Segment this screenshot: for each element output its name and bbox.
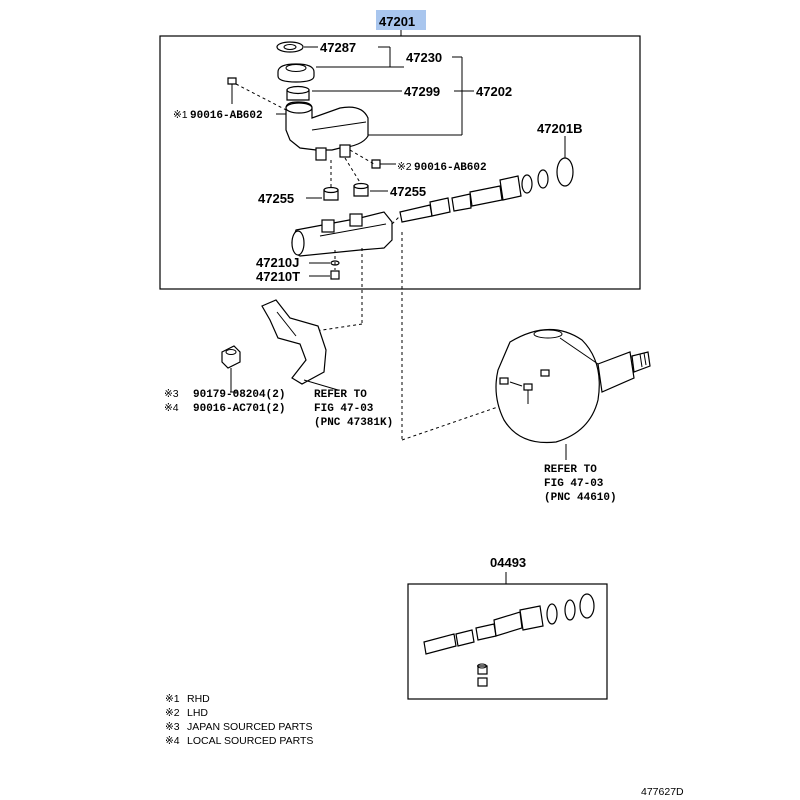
refer-left-line3[interactable]: (PNC 47381K) <box>314 417 393 429</box>
label-47230[interactable]: 47230 <box>406 50 442 65</box>
refer-right-line3[interactable]: (PNC 44610) <box>544 492 617 504</box>
mark-lhd: ※2 <box>397 161 412 173</box>
brake-reservoir[interactable] <box>285 101 369 161</box>
label-47255-left[interactable]: 47255 <box>258 191 294 206</box>
reservoir-cap[interactable] <box>277 63 315 83</box>
label-90179-08204[interactable]: 90179-08204(2) <box>193 389 285 401</box>
legend-mark-3: ※3 <box>165 721 180 733</box>
master-cylinder-body[interactable] <box>291 211 393 257</box>
legend-text-2: LHD <box>187 707 208 719</box>
mounting-bracket[interactable] <box>261 299 327 385</box>
refer-right-line2[interactable]: FIG 47-03 <box>544 478 604 490</box>
legend-mark-1: ※1 <box>165 693 180 705</box>
refer-right[interactable]: REFER TO FIG 47-03 (PNC 44610) <box>544 464 617 504</box>
grommet-right[interactable] <box>353 182 369 197</box>
refer-left-line1[interactable]: REFER TO <box>314 389 367 401</box>
refer-left[interactable]: REFER TO FIG 47-03 (PNC 47381K) <box>314 389 393 429</box>
main-part-number[interactable]: 47201 <box>379 14 415 29</box>
kit-pistons[interactable] <box>423 593 595 655</box>
mark-local: ※4 <box>164 402 179 414</box>
label-04493[interactable]: 04493 <box>490 555 526 570</box>
legend: ※1 RHD ※2 LHD ※3 JAPAN SOURCED PARTS ※4 … <box>165 693 313 747</box>
bolt-lhd[interactable] <box>371 159 396 169</box>
brake-booster[interactable] <box>495 328 651 444</box>
label-47255-right[interactable]: 47255 <box>390 184 426 199</box>
legend-mark-4: ※4 <box>165 735 180 747</box>
bolt-rhd[interactable] <box>227 77 237 104</box>
legend-text-3: JAPAN SOURCED PARTS <box>187 721 312 733</box>
label-47210t[interactable]: 47210T <box>256 269 300 284</box>
plug-part[interactable] <box>330 270 340 280</box>
o-ring[interactable] <box>556 157 574 187</box>
piston-assembly[interactable] <box>399 169 549 223</box>
nut-part[interactable] <box>221 345 241 369</box>
kit-frame <box>407 583 608 700</box>
label-47287[interactable]: 47287 <box>320 40 356 55</box>
assembly-frame <box>159 35 641 290</box>
legend-text-1: RHD <box>187 693 210 705</box>
label-47202[interactable]: 47202 <box>476 84 512 99</box>
label-90016-ab602-rhd[interactable]: 90016-AB602 <box>190 110 263 122</box>
mark-rhd: ※1 <box>173 109 188 121</box>
label-47299[interactable]: 47299 <box>404 84 440 99</box>
legend-mark-2: ※2 <box>165 707 180 719</box>
refer-right-line1[interactable]: REFER TO <box>544 464 597 476</box>
label-47201b[interactable]: 47201B <box>537 121 583 136</box>
clip-part[interactable] <box>276 41 304 53</box>
strainer-part[interactable] <box>286 85 310 101</box>
refer-left-line2[interactable]: FIG 47-03 <box>314 403 374 415</box>
label-47210j[interactable]: 47210J <box>256 255 299 270</box>
grommet-left[interactable] <box>323 186 339 201</box>
label-90016-ac701[interactable]: 90016-AC701(2) <box>193 403 285 415</box>
kit-grommet[interactable] <box>477 663 488 687</box>
legend-text-4: LOCAL SOURCED PARTS <box>187 735 313 747</box>
main-part-callout[interactable]: 47201 <box>376 10 426 36</box>
figure-code: 477627D <box>641 786 684 798</box>
label-90016-ab602-lhd[interactable]: 90016-AB602 <box>414 162 487 174</box>
mark-japan: ※3 <box>164 388 179 400</box>
